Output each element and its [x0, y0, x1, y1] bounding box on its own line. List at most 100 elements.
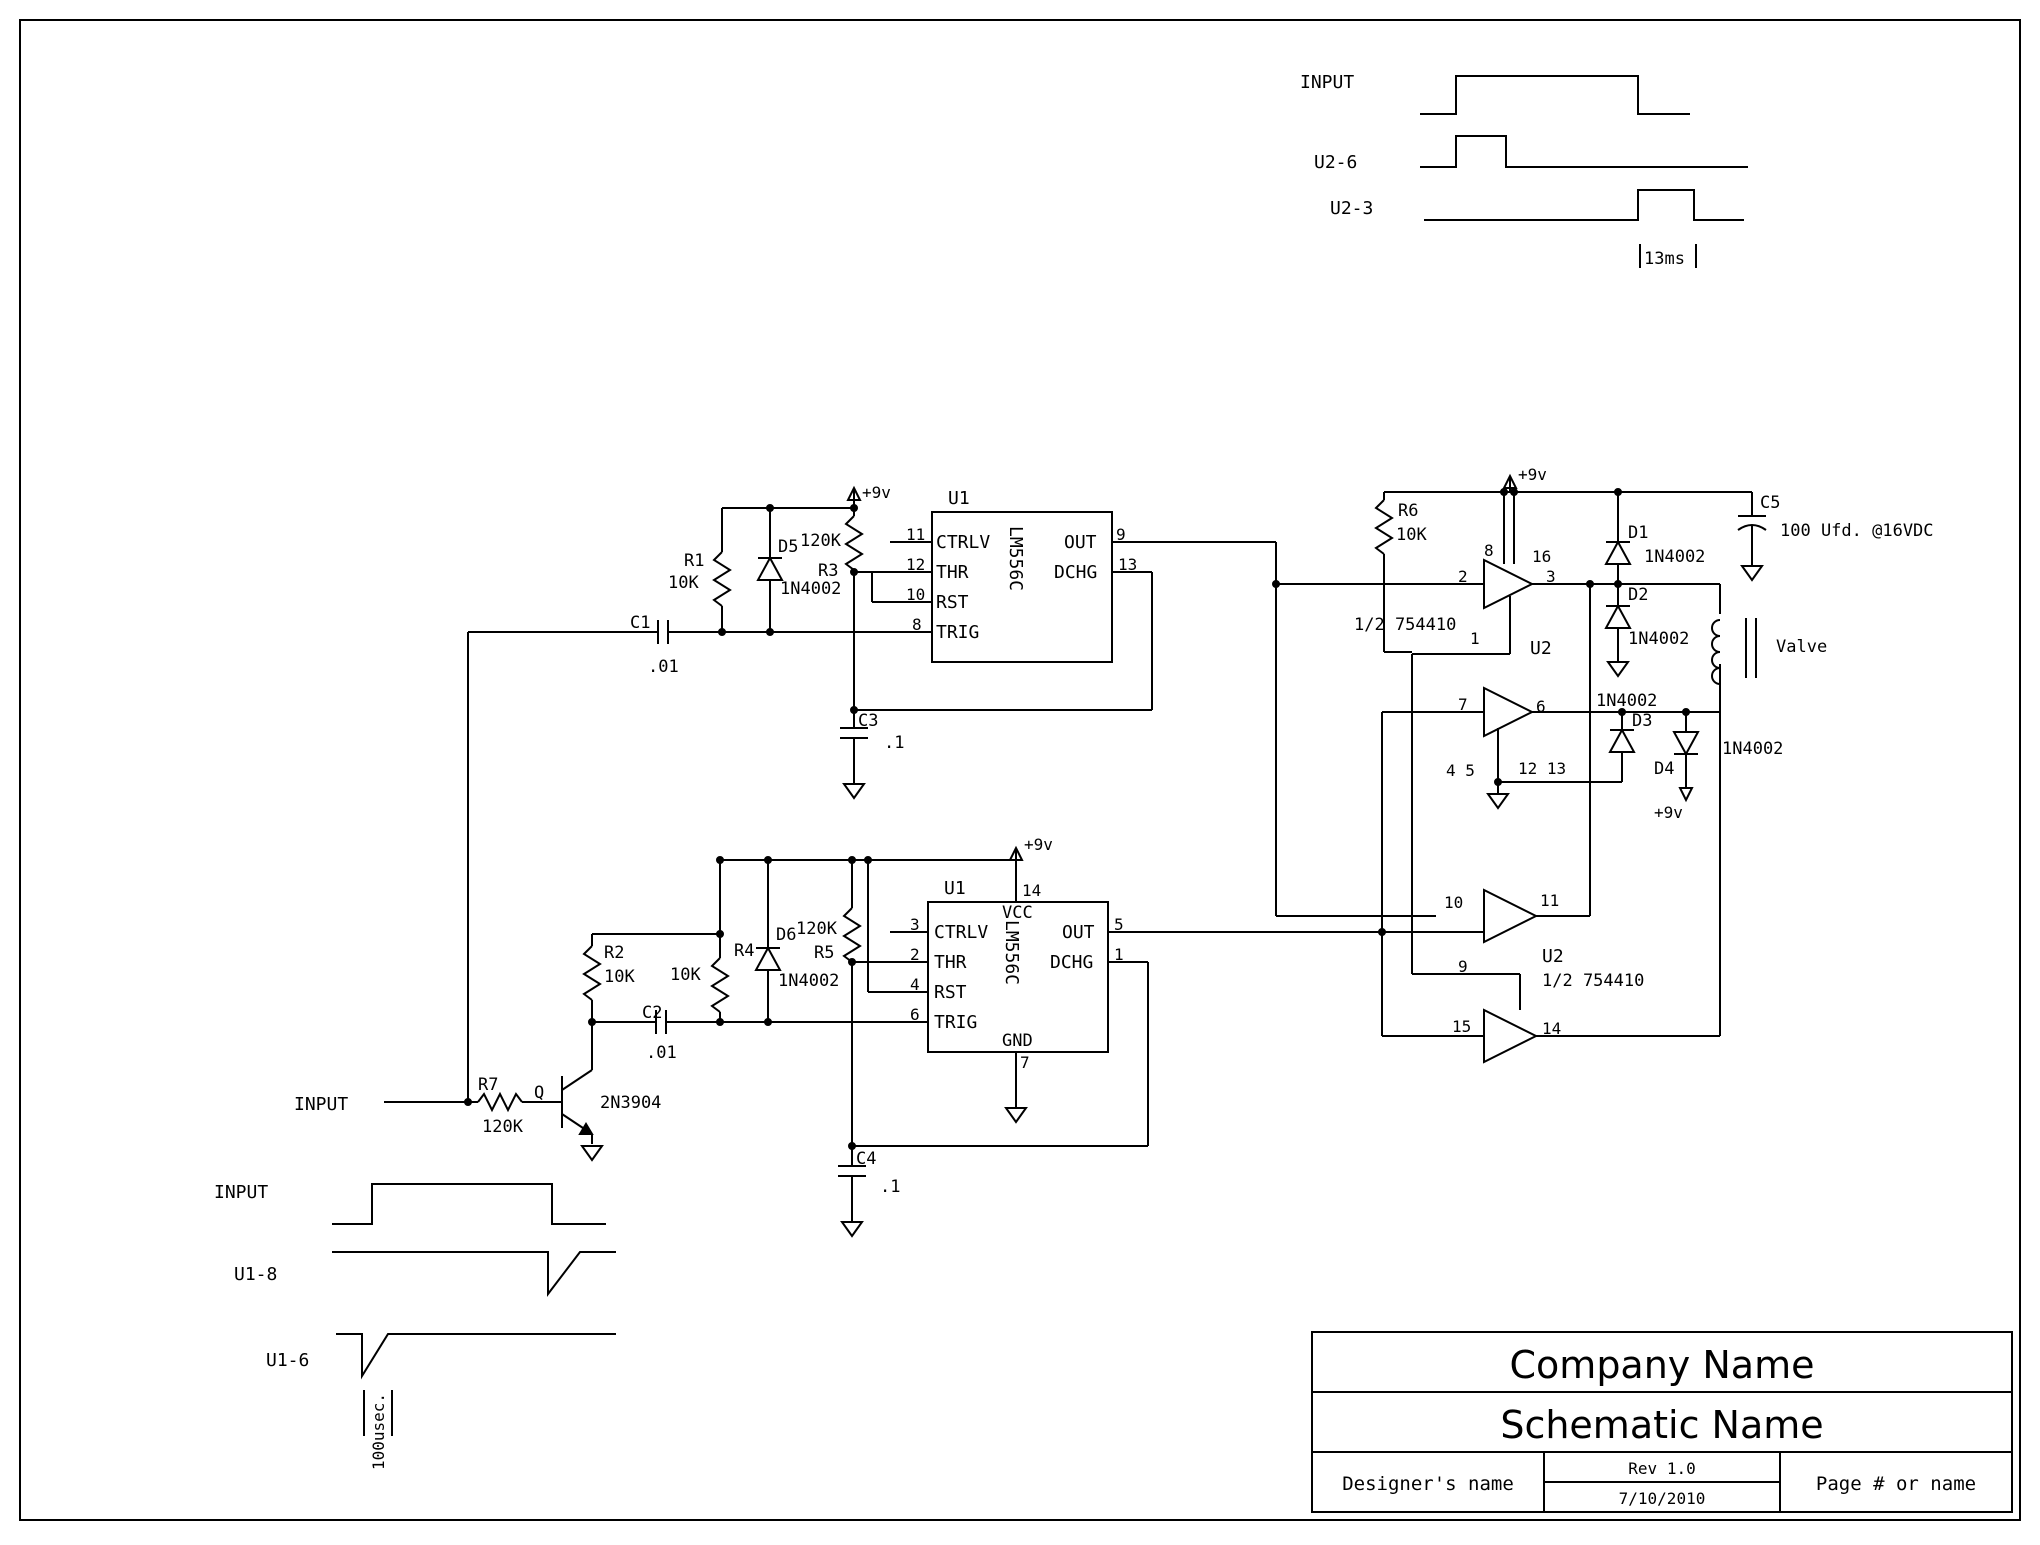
- r2-value: 10K: [604, 967, 635, 987]
- r3-value: 120K: [800, 531, 842, 551]
- pulse-width-13ms: 13ms: [1644, 249, 1685, 269]
- r7-value: 120K: [482, 1117, 524, 1137]
- u1-top-pin10: 10: [906, 585, 925, 604]
- bottom-wave-input-label: INPUT: [214, 1182, 268, 1203]
- wave-u1-8-label: U1-8: [234, 1264, 277, 1285]
- sheet-border: [19, 19, 2021, 1521]
- d6-value: 1N4002: [778, 971, 839, 991]
- u1-bottom-body: [927, 901, 1109, 1053]
- input-label: INPUT: [294, 1094, 348, 1115]
- r4-ref: R4: [734, 941, 754, 961]
- u2-pin1: 1: [1470, 629, 1480, 648]
- u2-pin16: 16: [1532, 547, 1551, 566]
- c1-ref: C1: [630, 613, 650, 633]
- schematic-name: Schematic Name: [1500, 1403, 1823, 1447]
- u2-driver: +9v: [1272, 465, 1934, 1064]
- u2-driver-4: [1483, 1008, 1539, 1064]
- u1-top-pin-trig: TRIG: [936, 622, 979, 643]
- u1-top-pin11: 11: [906, 525, 925, 544]
- u1-bottom-pin3: 3: [910, 915, 920, 934]
- u1-top-pin-thr: THR: [936, 562, 969, 583]
- bottom-timing-diagram: INPUT U1-8 U1-6 100usec.: [214, 1182, 616, 1470]
- u2-pin8: 8: [1484, 541, 1494, 560]
- u1-bottom-pin7: 7: [1020, 1053, 1030, 1072]
- c5-ref: C5: [1760, 493, 1780, 513]
- d3-ref: D3: [1632, 711, 1652, 731]
- u2-driver-3: [1483, 888, 1539, 944]
- u1-bottom-pin-dchg: DCHG: [1050, 952, 1093, 973]
- u1-bottom-pin5: 5: [1114, 915, 1124, 934]
- u1-bottom-pin-vcc: VCC: [1002, 903, 1033, 923]
- u1-bottom-pin-ctrlv: CTRLV: [934, 922, 988, 943]
- u1-bottom-pin14: 14: [1022, 881, 1041, 900]
- d6-ref: D6: [776, 925, 796, 945]
- u2-ref-bottom: U2: [1542, 946, 1564, 967]
- u2-pin3: 3: [1546, 567, 1556, 586]
- q-value: 2N3904: [600, 1093, 661, 1113]
- d4-supply-label: +9v: [1654, 803, 1683, 822]
- r4-value: 10K: [670, 965, 701, 985]
- c2-value: .01: [646, 1043, 677, 1063]
- c2-ref: C2: [642, 1003, 662, 1023]
- u1-bottom-pin-rst: RST: [934, 982, 967, 1003]
- u1-top-part: LM556C: [1005, 526, 1026, 591]
- u2-pin7: 7: [1458, 695, 1468, 714]
- u1-top-pin9: 9: [1116, 525, 1126, 544]
- d1-value: 1N4002: [1644, 547, 1705, 567]
- u1-bottom-pin-trig: TRIG: [934, 1012, 977, 1033]
- designer-name: Designer's name: [1342, 1473, 1514, 1495]
- u2-pin9: 9: [1458, 957, 1468, 976]
- d3-value: 1N4002: [1596, 691, 1657, 711]
- u1-bottom-pin4: 4: [910, 975, 920, 994]
- q-ref: Q: [534, 1083, 544, 1103]
- wave-input-label: INPUT: [1300, 72, 1354, 93]
- wave-u1-6-label: U1-6: [266, 1350, 309, 1371]
- r7-ref: R7: [478, 1075, 498, 1095]
- u2-half-label-bottom: 1/2 754410: [1542, 971, 1644, 991]
- d5-ref: D5: [778, 537, 798, 557]
- d5-value: 1N4002: [780, 579, 841, 599]
- r6-value: 10K: [1396, 525, 1427, 545]
- u2-3-waveform: [1424, 189, 1744, 221]
- u1-8-waveform: [332, 1251, 616, 1297]
- date: 7/10/2010: [1619, 1489, 1706, 1508]
- wave-u2-3-label: U2-3: [1330, 198, 1373, 219]
- r1-value: 10K: [668, 573, 699, 593]
- u2-pin11: 11: [1540, 891, 1559, 910]
- title-block: Company Name Schematic Name Designer's n…: [1311, 1331, 2013, 1513]
- d2-value: 1N4002: [1628, 629, 1689, 649]
- u1-bottom-part: LM556C: [1001, 920, 1022, 985]
- u2-driver-1: [1483, 558, 1535, 610]
- c4-ref: C4: [856, 1149, 876, 1169]
- u2-half-label-top: 1/2 754410: [1354, 615, 1456, 635]
- c5-value: 100 Ufd. @16VDC: [1780, 521, 1934, 541]
- d2-ref: D2: [1628, 585, 1648, 605]
- u1-bottom-pin-gnd: GND: [1002, 1031, 1033, 1051]
- d1-ref: D1: [1628, 523, 1648, 543]
- r3-ref: R3: [818, 561, 838, 581]
- u2-6-waveform: [1420, 135, 1748, 168]
- r5-ref: R5: [814, 943, 834, 963]
- r2-ref: R2: [604, 943, 624, 963]
- valve-label: Valve: [1776, 637, 1827, 657]
- u1-top-pin12: 12: [906, 555, 925, 574]
- u1-top-pin-out: OUT: [1064, 532, 1097, 553]
- u1-bottom-pin1: 1: [1114, 945, 1124, 964]
- d4-ref: D4: [1654, 759, 1674, 779]
- bottom-input-waveform: [332, 1183, 606, 1225]
- pulse-width-100usec: 100usec.: [369, 1393, 388, 1470]
- u1-top-pin8: 8: [912, 615, 922, 634]
- wave-u2-6-label: U2-6: [1314, 152, 1357, 173]
- u2-pin1213: 12 13: [1518, 759, 1566, 778]
- u2-pin15: 15: [1452, 1017, 1471, 1036]
- c3-value: .1: [884, 733, 904, 753]
- u2-pin45: 4 5: [1446, 761, 1475, 780]
- u1-top-body: [931, 511, 1113, 663]
- u2-pin14: 14: [1542, 1019, 1561, 1038]
- u2-pin6: 6: [1536, 697, 1546, 716]
- u1-bottom-pin2: 2: [910, 945, 920, 964]
- c1-value: .01: [648, 657, 679, 677]
- r6-ref: R6: [1398, 501, 1418, 521]
- u2-driver-2: [1483, 686, 1535, 738]
